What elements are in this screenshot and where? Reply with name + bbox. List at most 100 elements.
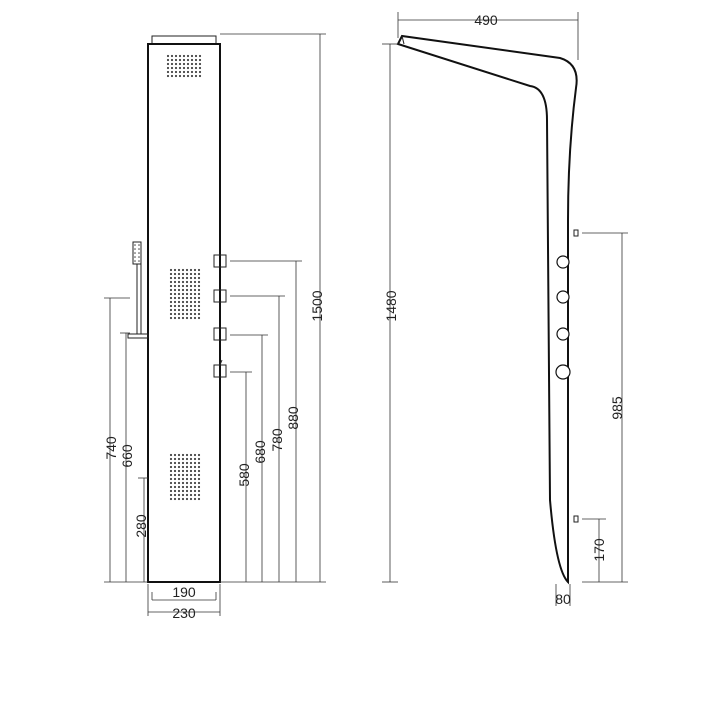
nozzle-dot bbox=[173, 292, 177, 296]
nozzle-dot bbox=[185, 312, 189, 316]
nozzle-dot bbox=[185, 477, 189, 481]
nozzle-dot bbox=[197, 481, 201, 485]
nozzle-dot bbox=[169, 268, 173, 272]
nozzle-dot bbox=[193, 304, 197, 308]
nozzle-dot bbox=[193, 485, 197, 489]
nozzle-dot bbox=[169, 477, 173, 481]
nozzle-dot bbox=[177, 280, 181, 284]
nozzle-dot bbox=[197, 272, 201, 276]
dim-190: 190 bbox=[172, 584, 196, 600]
nozzle-dot bbox=[197, 292, 201, 296]
mount-bracket-bottom bbox=[573, 515, 579, 523]
nozzle-dot bbox=[197, 497, 201, 501]
dim-80: 80 bbox=[555, 591, 571, 607]
nozzle-dot bbox=[170, 74, 174, 78]
nozzle-dot bbox=[193, 489, 197, 493]
nozzle-dot bbox=[193, 469, 197, 473]
nozzle-dot bbox=[173, 304, 177, 308]
nozzle-dot bbox=[197, 457, 201, 461]
nozzle-dot bbox=[173, 481, 177, 485]
top-cap bbox=[151, 35, 217, 45]
nozzle-dot bbox=[173, 453, 177, 457]
front-view: 880 780 680 580 1500 740 660 280 bbox=[103, 33, 326, 621]
nozzle-dot bbox=[197, 268, 201, 272]
nozzle-dot bbox=[181, 312, 185, 316]
nozzle-dot bbox=[193, 453, 197, 457]
nozzle-dot bbox=[198, 70, 202, 74]
nozzle-dot bbox=[185, 485, 189, 489]
dim-230: 230 bbox=[172, 605, 196, 621]
dim-680: 680 bbox=[252, 440, 268, 464]
control-knob-3 bbox=[213, 327, 227, 341]
nozzle-dot bbox=[170, 54, 174, 58]
nozzle-dot bbox=[185, 280, 189, 284]
nozzle-dot bbox=[193, 268, 197, 272]
nozzle-dot bbox=[181, 469, 185, 473]
nozzle-dot bbox=[194, 66, 198, 70]
depth-dimension bbox=[397, 12, 579, 60]
dim-280: 280 bbox=[133, 514, 149, 538]
nozzle-dot bbox=[181, 304, 185, 308]
dim-985: 985 bbox=[609, 396, 625, 420]
nozzle-dot bbox=[170, 62, 174, 66]
nozzle-dot bbox=[138, 256, 140, 258]
nozzle-dot bbox=[189, 292, 193, 296]
nozzle-dot bbox=[197, 493, 201, 497]
nozzle-dot bbox=[197, 485, 201, 489]
nozzle-dot bbox=[177, 296, 181, 300]
nozzle-dot bbox=[173, 288, 177, 292]
nozzle-dot bbox=[182, 66, 186, 70]
nozzle-dot bbox=[193, 465, 197, 469]
nozzle-dot bbox=[181, 457, 185, 461]
nozzle-dot bbox=[189, 489, 193, 493]
nozzle-dot bbox=[177, 312, 181, 316]
nozzle-dot bbox=[193, 296, 197, 300]
nozzle-dot bbox=[173, 461, 177, 465]
dim-780: 780 bbox=[269, 428, 285, 452]
nozzle-dot bbox=[189, 300, 193, 304]
nozzle-dot bbox=[169, 493, 173, 497]
nozzle-dot bbox=[173, 485, 177, 489]
dim-580: 580 bbox=[236, 463, 252, 487]
nozzle-dot bbox=[185, 284, 189, 288]
nozzle-dot bbox=[134, 256, 136, 258]
nozzle-dot bbox=[138, 244, 140, 246]
nozzle-dot bbox=[189, 485, 193, 489]
hand-shower-nozzles bbox=[134, 244, 140, 262]
nozzle-dot bbox=[189, 308, 193, 312]
nozzle-dot bbox=[185, 493, 189, 497]
nozzle-dot bbox=[177, 497, 181, 501]
nozzle-dot bbox=[193, 312, 197, 316]
nozzle-dot bbox=[178, 54, 182, 58]
nozzle-dot bbox=[173, 300, 177, 304]
nozzle-dot bbox=[177, 304, 181, 308]
nozzle-dot bbox=[197, 461, 201, 465]
nozzle-dot bbox=[173, 469, 177, 473]
outlet-hole-3 bbox=[556, 327, 570, 341]
nozzle-dot bbox=[185, 457, 189, 461]
nozzle-dot bbox=[181, 300, 185, 304]
nozzle-dot bbox=[173, 489, 177, 493]
nozzle-dot bbox=[177, 473, 181, 477]
nozzle-dot bbox=[166, 66, 170, 70]
outlet-hole-4 bbox=[555, 364, 571, 380]
nozzle-dot bbox=[194, 54, 198, 58]
nozzle-dot bbox=[193, 481, 197, 485]
nozzle-dot bbox=[166, 62, 170, 66]
control-knob-2 bbox=[213, 289, 227, 303]
nozzle-dot bbox=[185, 276, 189, 280]
nozzle-dot bbox=[186, 66, 190, 70]
dim-1500: 1500 bbox=[309, 290, 325, 321]
control-knob-1 bbox=[213, 254, 227, 268]
nozzle-dot bbox=[174, 70, 178, 74]
nozzle-dot bbox=[189, 288, 193, 292]
nozzle-dot bbox=[185, 288, 189, 292]
left-dimensions bbox=[104, 297, 148, 583]
nozzle-dot bbox=[166, 70, 170, 74]
nozzle-dot bbox=[193, 308, 197, 312]
nozzle-dot bbox=[197, 284, 201, 288]
nozzle-dot bbox=[198, 54, 202, 58]
nozzle-dot bbox=[182, 74, 186, 78]
width-dimensions bbox=[147, 584, 221, 616]
nozzle-dot bbox=[134, 248, 136, 250]
